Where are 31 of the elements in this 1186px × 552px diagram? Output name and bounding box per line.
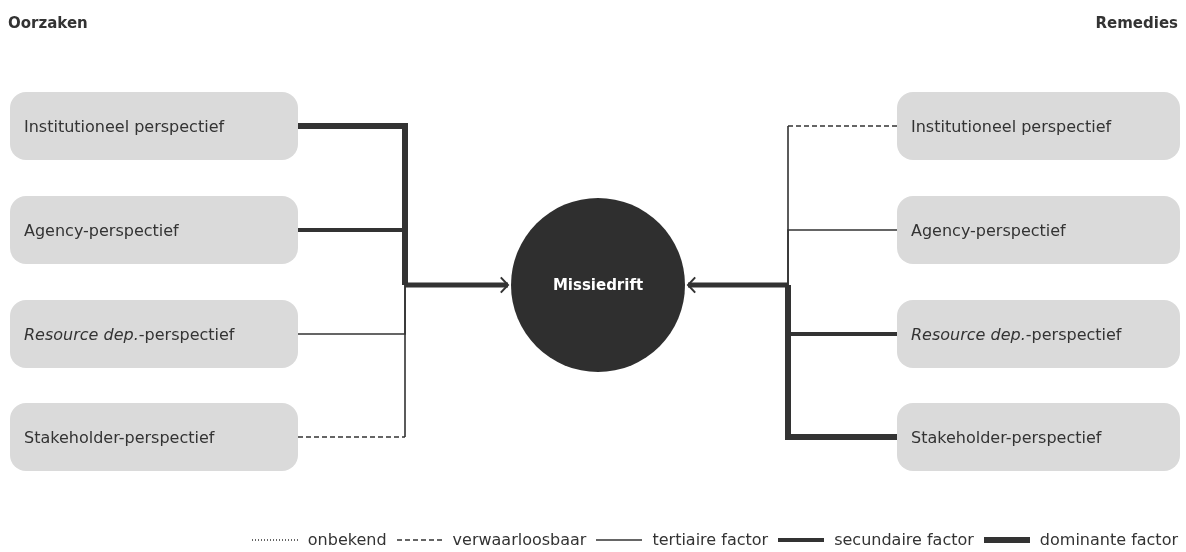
connector-line [298,228,407,285]
connector-line [298,123,408,285]
perspective-box [897,196,1180,264]
legend-label: tertiaire factor [652,530,769,549]
perspective-box [10,300,298,368]
perspective-box [10,92,298,160]
perspective-box [10,196,298,264]
connector-line [785,285,897,440]
arrow [687,276,788,294]
column-heading: Remedies [1095,14,1178,32]
perspective-box [897,403,1180,471]
legend-label: verwaarloosbaar [452,530,587,549]
perspective-box [10,403,298,471]
perspective-box [897,92,1180,160]
connector-line [297,284,406,438]
arrow [405,276,509,294]
perspective-box [897,300,1180,368]
node-label: Missiedrift [552,276,644,294]
node-label: Resource dep.-perspectief [911,324,1122,344]
node-label: Stakeholder-perspectief [24,427,215,447]
connector-line [787,229,898,286]
node-label: Stakeholder-perspectief [911,427,1102,447]
node-label: Agency-perspectief [911,220,1066,240]
legend-label: dominante factor [1039,530,1178,549]
node-label: Institutioneel perspectief [24,116,225,136]
node-label: Resource dep.-perspectief [24,324,235,344]
column-heading: Oorzaken [8,14,88,32]
node-label: Institutioneel perspectief [911,116,1112,136]
legend-label: onbekend [307,530,387,549]
legend-label: secundaire factor [834,530,974,549]
node-label: Agency-perspectief [24,220,179,240]
